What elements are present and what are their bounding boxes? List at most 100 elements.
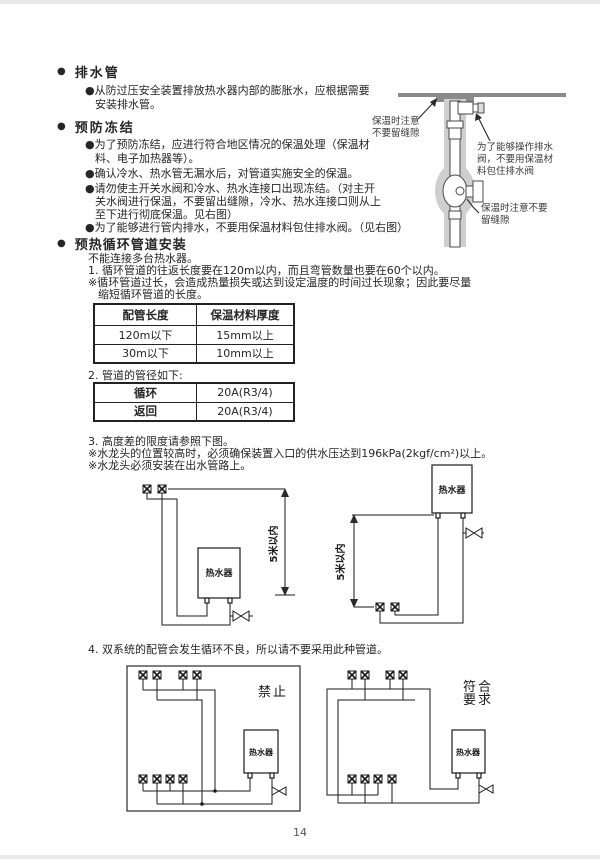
- preheat-note3: ※水龙头必须安装在出水管路上。: [88, 459, 252, 472]
- preheat-note2: ※水龙头的位置较高时，必须确保装置入口的供水压达到196kPa(2kgf/cm²…: [88, 447, 493, 460]
- junction-dot: [213, 789, 217, 793]
- pipe-path: [394, 513, 439, 616]
- pipe-path: [351, 679, 404, 700]
- drain-valve-body: [457, 101, 474, 115]
- pipe-path: [379, 513, 464, 624]
- faucet-icon: [347, 670, 357, 680]
- freeze-text-line: ●确认冷水、热水管无漏水后，对管道实施安全的保温。: [85, 167, 359, 180]
- drain-text-line: 安装排水管。: [95, 98, 161, 111]
- freeze-text-line: 关水阀进行保温，不要留出缝隙，冷水、热水连接口则从上: [95, 195, 381, 208]
- faucet-icon: [138, 774, 148, 784]
- bullet-icon: ●: [57, 121, 66, 132]
- table-cell: 120m以下: [93, 324, 197, 345]
- preheat-item2: 2. 管道的管径如下:: [88, 369, 183, 382]
- page-number: 14: [293, 826, 307, 839]
- table-header-cell: 保温材料厚度: [196, 303, 295, 326]
- section-heading-freeze: ● 预防冻结: [57, 117, 135, 136]
- faucet-icon: [360, 774, 370, 784]
- freeze-text-line: 料、电子加热器等）。: [95, 152, 200, 165]
- faucet-icon: [142, 484, 152, 494]
- page-top-edge: [0, 0, 600, 4]
- heater-box: [451, 729, 486, 774]
- valve-handle-bar: [472, 180, 484, 203]
- coupling-nut: [448, 127, 462, 140]
- valve-icon: [232, 610, 250, 622]
- drain-text-line: ●从防过压安全装置排放热水器内部的膨胀水，应根据需要: [85, 84, 370, 97]
- heater-label: 热水器: [249, 747, 274, 757]
- faucet-icon: [165, 774, 175, 784]
- height-diagram-right: 热水器 5米以内: [334, 464, 484, 624]
- heater-box: [197, 547, 241, 599]
- freeze-text-line: ●请勿使主开关水阀和冷水、热水连接口出现冻结。（对主开: [85, 182, 376, 195]
- freeze-text-line: ●为了预防冻结，应进行符合地区情况的保温处理（保温材: [85, 138, 370, 151]
- heater-port: [204, 597, 210, 604]
- table-cell: 30m以下: [93, 343, 197, 364]
- dimension-line: [352, 514, 434, 608]
- bullet-icon: ●: [57, 238, 66, 249]
- pipe-path: [156, 679, 203, 804]
- preheat-intro: 不能连接多台热水器。: [88, 252, 198, 265]
- verdict-acceptable-line: 符合: [463, 679, 493, 695]
- valve-diagram-graphic: [398, 93, 566, 248]
- section-title-freeze: 预防冻结: [74, 121, 135, 136]
- table-header-cell: 循环: [93, 382, 197, 403]
- coupling-nut: [446, 120, 464, 129]
- annotation-leader: [466, 198, 480, 214]
- section-heading-preheat: ● 预热循环管道安装: [57, 234, 187, 253]
- faucet-icon: [373, 774, 383, 784]
- diameter-table: 循环 20A(R3/4) 返回 20A(R3/4): [93, 382, 295, 422]
- annotation-arrow: [477, 116, 491, 142]
- freeze-text-line: ●为了能够进行管内排水，不要用保温材料包住排水阀。（见右图）: [85, 221, 409, 234]
- insulation-table: 配管长度 保温材料厚度 120m以下 15mm以上 30m以下 10mm以上: [93, 303, 295, 364]
- heater-port: [460, 512, 466, 519]
- section-title-drain: 排水管: [74, 66, 120, 81]
- pipe-path: [146, 493, 208, 617]
- table-cell: 20A(R3/4): [196, 401, 295, 422]
- heater-label: 热水器: [205, 567, 233, 579]
- pipe-path: [326, 688, 459, 796]
- dual-diagram-acceptable: 热水器 符合 要求: [326, 670, 494, 804]
- faucet-icon: [385, 670, 395, 680]
- table-header-cell: 返回: [93, 401, 197, 422]
- dual-diagram-prohibited: 热水器 禁止: [126, 665, 301, 812]
- arrowhead: [350, 599, 358, 608]
- arrowhead: [430, 98, 437, 107]
- table-cell: 20A(R3/4): [196, 382, 295, 403]
- faucet-icon: [178, 774, 188, 784]
- arrowhead: [281, 587, 289, 596]
- heater-label: 热水器: [438, 484, 466, 496]
- faucet-icon: [390, 602, 400, 612]
- junction-dot: [200, 802, 204, 806]
- coupling-nut: [448, 210, 462, 220]
- faucet-icon: [360, 670, 370, 680]
- faucet-icon: [178, 670, 188, 680]
- heater-box: [431, 464, 473, 514]
- valve-insulation-diagram: 保温时注意 不要留缝隙 为了能够操作排水 阀，不要用保温材 料包住排水阀 保温时…: [370, 85, 588, 253]
- faucet-icon: [138, 670, 148, 680]
- table-cell: 15mm以上: [196, 324, 295, 345]
- pipe-path: [142, 679, 216, 791]
- faucet-icon: [152, 774, 162, 784]
- section-heading-drain: ● 排水管: [57, 62, 120, 81]
- faucet-icon: [152, 670, 162, 680]
- freeze-text-line: 至下进行彻底保温。见右图）: [95, 208, 238, 221]
- pipe-path: [156, 773, 273, 805]
- verdict-prohibited: 禁止: [258, 685, 288, 700]
- preheat-note1-line: ※循环管道过长，会造成热量损失或达到设定温度的时间过长现象；因此要尽量: [88, 276, 472, 289]
- preheat-item4: 4. 双系统的配管会发生循环不良，所以请不要采用此种管道。: [88, 643, 388, 656]
- ceiling-line: [398, 93, 566, 97]
- faucet-icon: [375, 602, 385, 612]
- valve-icon: [271, 786, 287, 796]
- heater-box: [243, 729, 279, 774]
- heater-port: [247, 772, 253, 779]
- pipe-path: [351, 783, 393, 803]
- faucet-icon: [192, 670, 202, 680]
- bullet-icon: ●: [57, 66, 66, 77]
- table-cell: 10mm以上: [196, 343, 295, 364]
- pipe-path: [161, 493, 231, 626]
- table-header-cell: 配管长度: [93, 303, 197, 326]
- preheat-item1: 1. 循环管道的往返长度要在120m以内，而且弯管数量也要在60个以内。: [88, 264, 445, 277]
- pipe-path: [142, 773, 251, 792]
- pipe: [449, 100, 461, 248]
- label-insulate-no-gap-top: 保温时注意 不要留缝隙: [372, 116, 420, 139]
